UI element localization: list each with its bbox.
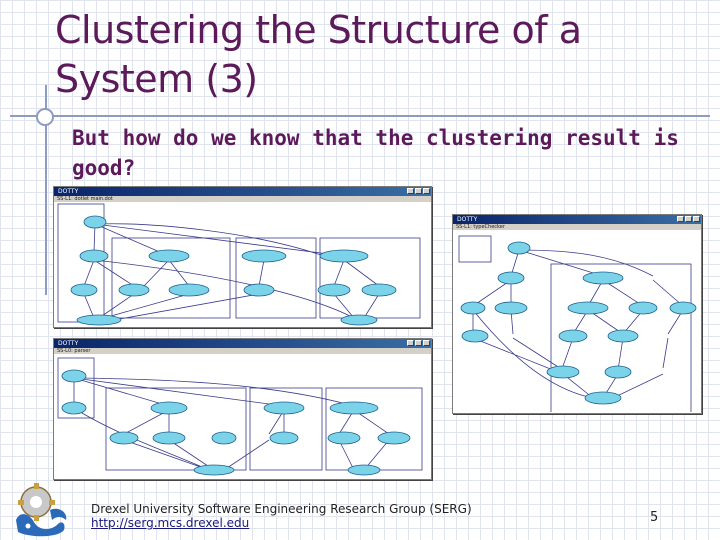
footer-org: Drexel University Software Engineering R… <box>91 502 472 516</box>
window-buttons <box>407 188 430 194</box>
window-menu: SS-L0: parser <box>54 348 431 354</box>
dotty-window-bottom-left[interactable]: DOTTY SS-L0: parser <box>53 338 432 480</box>
window-titlebar[interactable]: DOTTY <box>54 339 431 348</box>
title-line-1: Clustering the Structure of a <box>55 8 582 52</box>
serg-logo <box>16 483 67 537</box>
window-title: DOTTY <box>457 216 478 223</box>
maximize-button[interactable] <box>685 216 692 222</box>
slide-title: Clustering the Structure of a System (3) <box>55 6 582 104</box>
window-menu: SS-L1: typeChecker <box>453 224 701 230</box>
close-button[interactable] <box>423 188 430 194</box>
window-titlebar[interactable]: DOTTY <box>453 215 701 224</box>
window-buttons <box>677 216 700 222</box>
maximize-button[interactable] <box>415 340 422 346</box>
slide-subtitle: But how do we know that the clustering r… <box>72 123 679 183</box>
minimize-button[interactable] <box>407 340 414 346</box>
graph-canvas-right[interactable] <box>453 230 701 412</box>
window-titlebar[interactable]: DOTTY <box>54 187 431 196</box>
minimize-button[interactable] <box>407 188 414 194</box>
vertical-rule <box>45 85 47 295</box>
window-buttons <box>407 340 430 346</box>
minimize-button[interactable] <box>677 216 684 222</box>
window-title: DOTTY <box>58 340 79 347</box>
title-line-2: System (3) <box>55 57 258 101</box>
window-menu: SS-L1: dotlet main.dot <box>54 196 431 202</box>
footer-url-link[interactable]: http://serg.mcs.drexel.edu <box>91 516 250 530</box>
dotty-window-top-left[interactable]: DOTTY SS-L1: dotlet main.dot <box>53 186 432 328</box>
dotty-window-right[interactable]: DOTTY SS-L1: typeChecker <box>452 214 702 414</box>
graph-canvas-top-left[interactable] <box>54 202 431 326</box>
graph-canvas-bottom-left[interactable] <box>54 354 431 478</box>
window-title: DOTTY <box>58 188 79 195</box>
footer: Drexel University Software Engineering R… <box>91 502 472 530</box>
subtitle-line-2: good? <box>72 156 136 180</box>
horizontal-rule <box>10 115 710 117</box>
rule-ring-ornament <box>36 108 54 126</box>
subtitle-line-1: But how do we know that the clustering r… <box>72 126 679 150</box>
page-number: 5 <box>650 510 659 525</box>
close-button[interactable] <box>693 216 700 222</box>
close-button[interactable] <box>423 340 430 346</box>
maximize-button[interactable] <box>415 188 422 194</box>
